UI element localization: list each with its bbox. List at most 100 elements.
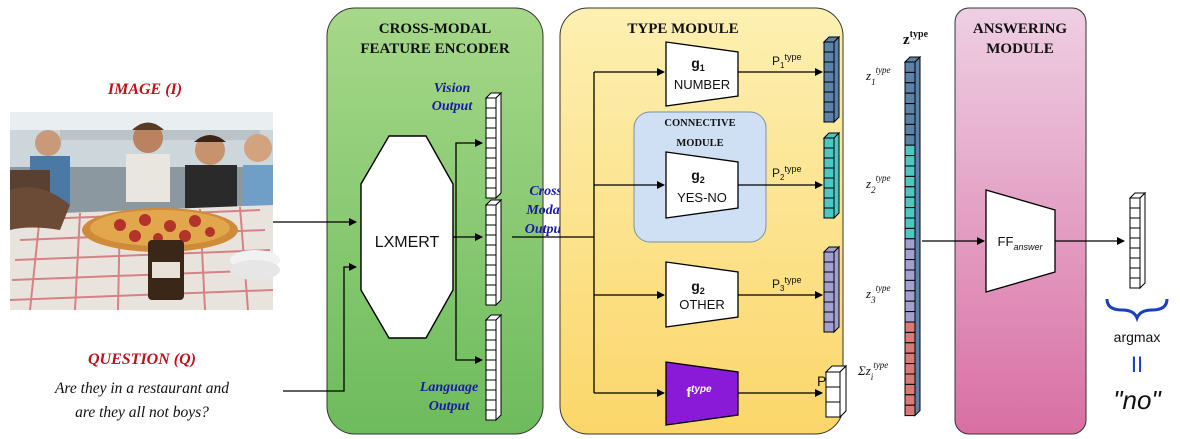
crossmodal-label-line3: Output [525, 222, 567, 237]
vector-cell [823, 167, 835, 179]
vector-cell [825, 371, 841, 388]
vector-cell [1129, 237, 1141, 249]
vector-cell [904, 331, 916, 344]
vector-cell [1129, 227, 1141, 239]
vector-cell [485, 137, 497, 149]
vector-cell [904, 123, 916, 136]
z1-label: z1type [865, 65, 891, 87]
vector-cell [904, 82, 916, 94]
vector-cell [904, 238, 916, 250]
vector-cell [823, 291, 835, 303]
vector-cell [904, 342, 916, 354]
g2-yesno-block [665, 151, 739, 219]
f-type-block [665, 361, 739, 426]
vector-cell [904, 175, 916, 188]
vector-cell [485, 147, 497, 159]
vector-side-face [1139, 191, 1146, 290]
vector-cell [904, 217, 916, 229]
vector-cell [825, 401, 841, 418]
vector-cell [904, 165, 916, 177]
vector-cell [485, 167, 497, 179]
vector-cell [904, 363, 916, 375]
connective-title-line2: MODULE [676, 138, 723, 149]
vector-cell [904, 196, 916, 209]
vector-side-face [833, 245, 840, 334]
vector-cell [904, 383, 916, 396]
vector-cell [823, 271, 835, 283]
g1-label: NUMBER [674, 77, 730, 92]
vector-cell [823, 207, 835, 219]
vector-cell [485, 359, 497, 371]
vector-cell [1129, 267, 1141, 279]
vector-cell [1129, 197, 1141, 209]
lxmert-label: LXMERT [375, 234, 440, 251]
vector-cell [904, 227, 916, 240]
vector-cell [904, 207, 916, 219]
ptype-vector [824, 364, 848, 419]
vector-cell [823, 177, 835, 189]
vector-cell [1129, 257, 1141, 269]
vector-cell [485, 127, 497, 139]
vector-cell [823, 251, 835, 263]
ztype-title: ztype [903, 29, 929, 48]
p1-vector [822, 35, 841, 124]
g3-other-block [665, 261, 739, 328]
g3-label: OTHER [679, 297, 725, 312]
vector-cell [485, 97, 497, 109]
sum-z-label: Σzitype [857, 360, 888, 382]
vector-cell [904, 61, 916, 73]
vector-cell [485, 117, 497, 129]
vector-cell [825, 386, 841, 403]
vector-cell [904, 279, 916, 292]
p3-label: P3type [772, 275, 801, 293]
vector-cell [485, 214, 497, 226]
vector-side-face [833, 131, 840, 220]
vision-label-line2: Output [432, 99, 474, 114]
vector-cell [485, 294, 497, 306]
vector-cell [904, 155, 916, 167]
answer-text: "no" [1113, 385, 1162, 415]
vector-cell [904, 71, 916, 84]
vector-cell [904, 300, 916, 313]
type-module-title: TYPE MODULE [627, 21, 738, 37]
vector-cell [904, 269, 916, 281]
encoder-title-line1: CROSS-MODAL [379, 21, 492, 37]
vector-cell [823, 41, 835, 53]
vector-cell [485, 157, 497, 169]
vector-cell [1129, 217, 1141, 229]
vector-cell [823, 101, 835, 113]
vector-cell [485, 399, 497, 411]
vector-cell [485, 187, 497, 199]
vector-cell [485, 389, 497, 401]
vector-cell [904, 134, 916, 146]
vector-cell [485, 224, 497, 236]
vector-cell [485, 244, 497, 256]
g2-name: g2 [691, 167, 705, 185]
vector-cell [823, 147, 835, 159]
vector-cell [904, 103, 916, 115]
crossmodal-label-line1: Cross- [529, 184, 567, 199]
vector-cell [823, 157, 835, 169]
g1-number-block [665, 41, 739, 107]
answer-output-vector [1128, 191, 1147, 290]
vector-cell [823, 301, 835, 313]
vision-output-vector [484, 91, 503, 200]
question-text-line1: Are they in a restaurant and [54, 380, 229, 397]
encoder-title-line2: FEATURE ENCODER [360, 41, 509, 57]
ztype-vector [903, 55, 922, 417]
question-label: QUESTION (Q) [88, 351, 196, 368]
p2-vector [822, 131, 841, 220]
vector-cell [485, 107, 497, 119]
vector-cell [904, 92, 916, 105]
question-text-line2: are they all not boys? [75, 404, 209, 421]
vector-cell [904, 373, 916, 385]
vector-cell [823, 81, 835, 93]
crossmodal-label-line2: Modal [525, 203, 563, 218]
p2-label: P2type [772, 164, 801, 182]
vector-cell [823, 321, 835, 333]
vector-cell [485, 254, 497, 266]
g2-label: YES-NO [677, 190, 727, 205]
to-language-arrow [455, 237, 483, 364]
vector-cell [485, 274, 497, 286]
